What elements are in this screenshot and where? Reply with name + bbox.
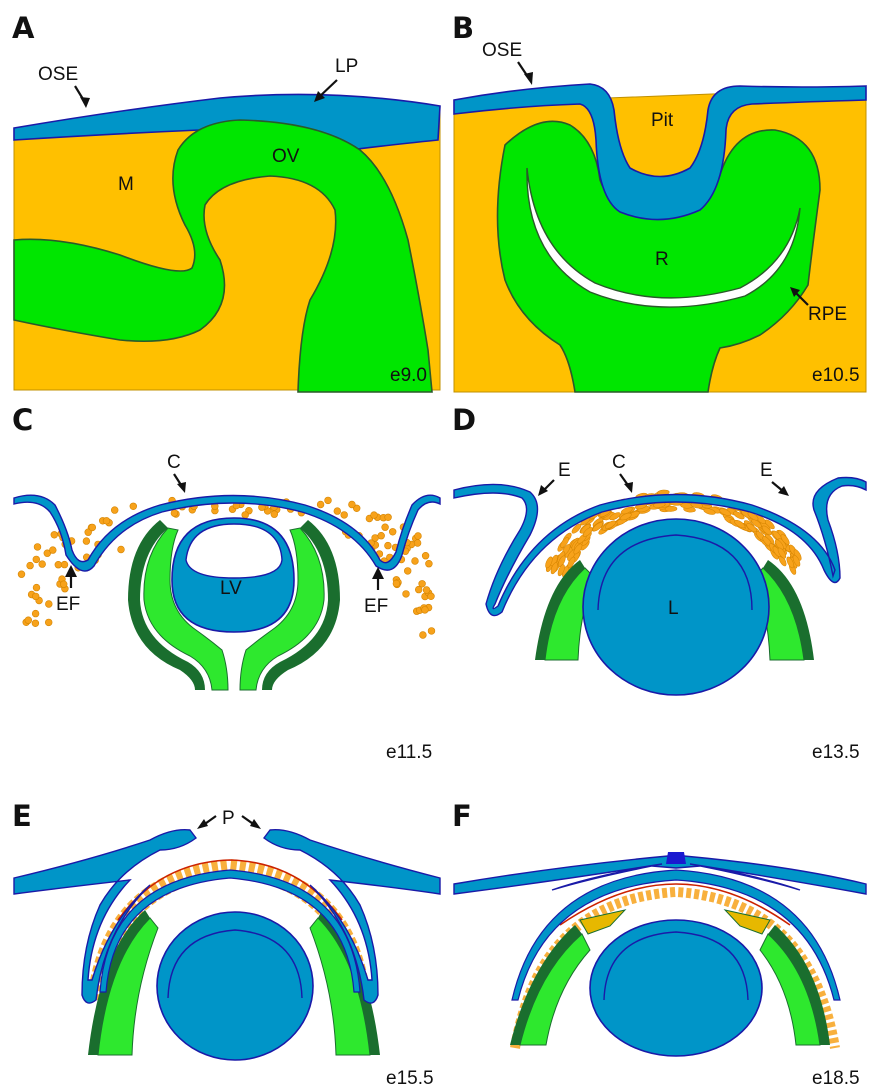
stage-label: e13.5: [812, 742, 860, 763]
mesenchymal-cell: [382, 524, 389, 531]
mesenchymal-cell: [415, 533, 422, 540]
mesenchymal-cell: [422, 607, 429, 614]
mesenchymal-cell: [89, 524, 96, 531]
stage-label: e9.0: [390, 365, 427, 386]
mesenchymal-cell: [32, 610, 39, 617]
mesenchymal-cell: [25, 617, 32, 624]
mesenchymal-cell: [665, 506, 677, 512]
label-p: P: [222, 808, 235, 829]
mesenchymal-cell: [34, 544, 41, 551]
mesenchymal-cell: [371, 512, 378, 519]
mesenchymal-cell: [426, 560, 433, 567]
eyelid-junction: [666, 852, 686, 864]
label-r: R: [655, 249, 669, 270]
panel-d-letter: D: [452, 403, 476, 437]
mesenchymal-cell: [317, 501, 324, 508]
label-e-right: E: [760, 460, 773, 481]
mesenchymal-cell: [404, 568, 411, 575]
label-lp: LP: [335, 56, 358, 77]
stage-label: e11.5: [386, 742, 432, 763]
label-l: L: [668, 598, 679, 619]
panel-c: C C LV EF EF e11.5: [12, 403, 440, 763]
mesenchymal-cell: [45, 619, 52, 626]
panel-b-letter: B: [452, 11, 474, 45]
stage-label: e18.5: [812, 1068, 860, 1089]
mesenchymal-cell: [428, 593, 435, 600]
panel-c-letter: C: [12, 403, 33, 437]
mesenchymal-cell: [334, 508, 341, 515]
label-ose: OSE: [38, 64, 78, 85]
mesenchymal-cell: [242, 512, 249, 519]
stage-label: e15.5: [386, 1068, 434, 1089]
mesenchymal-cell: [423, 587, 430, 594]
mesenchymal-cell: [60, 581, 67, 588]
mesenchymal-cell: [32, 593, 39, 600]
panel-f-letter: F: [452, 799, 472, 833]
label-ose: OSE: [482, 40, 522, 61]
mesenchymal-cell: [403, 591, 410, 598]
panel-a: A OSE LP M OV e9.0: [12, 11, 440, 392]
mesenchymal-cell: [49, 547, 56, 554]
arrowhead-ose: [524, 72, 533, 85]
mesenchymal-cell: [389, 528, 396, 535]
mesenchymal-cell: [111, 507, 118, 514]
arrowhead-c: [624, 482, 633, 493]
label-lv: LV: [220, 578, 242, 599]
mesenchymal-cell: [325, 497, 332, 504]
panel-f: F e18.5: [452, 799, 866, 1089]
mesenchymal-cell: [341, 512, 348, 519]
mesenchymal-cell: [349, 501, 356, 508]
mesenchymal-cell: [419, 580, 426, 587]
mesenchymal-cell: [103, 517, 110, 524]
mesenchymal-cell: [130, 503, 137, 510]
lens: [590, 920, 762, 1056]
mesenchymal-cell: [18, 571, 25, 578]
mesenchymal-cell: [32, 620, 39, 627]
lens: [157, 912, 313, 1060]
panel-b: B OSE Pit R RPE e10.5: [452, 11, 866, 392]
arrowhead-c: [177, 482, 186, 493]
arrowhead-p-right: [250, 819, 261, 829]
mesenchymal-cell: [412, 558, 419, 565]
mesenchymal-cell: [118, 546, 125, 553]
corneal-endothelium: [118, 860, 342, 920]
panel-a-letter: A: [12, 11, 35, 45]
mesenchymal-cell: [420, 632, 427, 639]
lens-lumen: [186, 524, 282, 578]
label-m: M: [118, 174, 134, 195]
mesenchymal-cell: [33, 584, 40, 591]
label-ov: OV: [272, 146, 300, 167]
mesenchymal-cell: [61, 561, 68, 568]
mesenchymal-cell: [385, 542, 392, 549]
label-rpe: RPE: [808, 304, 847, 325]
panel-d: D E C E L e13.5: [452, 403, 866, 763]
mesenchymal-cell: [171, 510, 178, 517]
arrowhead-p-left: [197, 819, 208, 829]
panel-e-letter: E: [12, 799, 32, 833]
mesenchymal-cell: [45, 601, 52, 608]
panel-e: E P e15.5: [12, 799, 440, 1089]
mesenchymal-cell: [393, 580, 400, 587]
label-ef-right: EF: [364, 596, 388, 617]
mesenchymal-cell: [414, 540, 421, 547]
mesenchymal-cell: [27, 562, 34, 569]
mesenchymal-cell: [422, 552, 429, 559]
mesenchymal-cell: [39, 561, 46, 568]
label-c: C: [612, 452, 626, 473]
label-pit: Pit: [651, 110, 674, 131]
mesenchymal-cell: [33, 556, 40, 563]
label-ef-left: EF: [56, 594, 80, 615]
arrowhead-ose: [80, 97, 90, 108]
mesenchymal-cell: [385, 514, 392, 521]
label-c: C: [167, 452, 181, 473]
mesenchymal-cell: [428, 628, 435, 635]
mesenchymal-cell: [51, 531, 58, 538]
mesenchymal-cell: [55, 561, 62, 568]
mesenchymal-cell: [378, 532, 385, 539]
mesenchymal-cell: [83, 538, 90, 545]
stage-label: e10.5: [812, 365, 860, 386]
label-e-left: E: [558, 460, 571, 481]
mesenchymal-cell: [271, 511, 278, 518]
